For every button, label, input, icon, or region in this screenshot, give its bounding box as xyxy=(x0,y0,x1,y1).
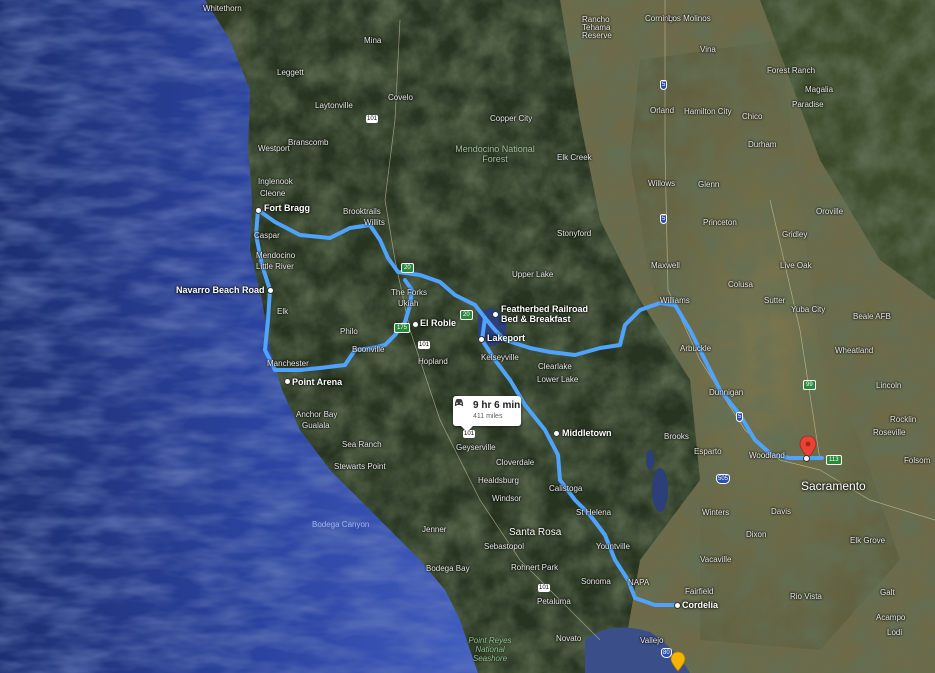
shield-us101-d: 101 xyxy=(538,584,551,592)
waypoint-lakeport[interactable] xyxy=(478,336,485,343)
shield-i80: 80 xyxy=(661,648,672,658)
shield-us101-a: 101 xyxy=(366,115,379,123)
shield-i5-b: 5 xyxy=(660,214,668,224)
shield-ca175: 175 xyxy=(394,323,411,333)
lake-berryessa-north xyxy=(646,450,654,470)
shield-ca113: 113 xyxy=(826,455,842,465)
road-network xyxy=(384,0,935,641)
route-duration-card[interactable]: 9 hr 6 min 411 miles xyxy=(453,396,521,432)
shield-us101-b: 101 xyxy=(418,341,431,349)
san-pablo-bay xyxy=(585,627,690,673)
shield-i5-c: 5 xyxy=(736,412,744,422)
shield-us101-c: 101 xyxy=(463,430,476,438)
lake-berryessa xyxy=(652,468,668,512)
shield-ca20-b: 20 xyxy=(460,310,473,320)
route-distance: 411 miles xyxy=(473,413,503,420)
waypoint-el-roble[interactable] xyxy=(412,321,419,328)
waypoint-middletown[interactable] xyxy=(553,430,560,437)
waypoint-featherbed[interactable] xyxy=(492,311,499,318)
waypoint-navarro[interactable] xyxy=(267,287,274,294)
waypoint-point-arena[interactable] xyxy=(284,378,291,385)
waypoint-sacramento[interactable] xyxy=(803,455,810,462)
waypoint-fort-bragg[interactable] xyxy=(255,207,262,214)
route-line[interactable] xyxy=(254,208,824,607)
waypoint-cordelia[interactable] xyxy=(674,602,681,609)
shield-ca20: 20 xyxy=(401,263,414,273)
ocean-texture xyxy=(0,0,478,673)
route-duration: 9 hr 6 min xyxy=(473,400,521,411)
shield-i5-a: 5 xyxy=(660,80,668,90)
car-icon xyxy=(455,399,463,406)
shield-i505: 505 xyxy=(716,474,731,484)
poi-pin[interactable] xyxy=(670,651,686,672)
shield-ca99: 99 xyxy=(803,380,816,390)
